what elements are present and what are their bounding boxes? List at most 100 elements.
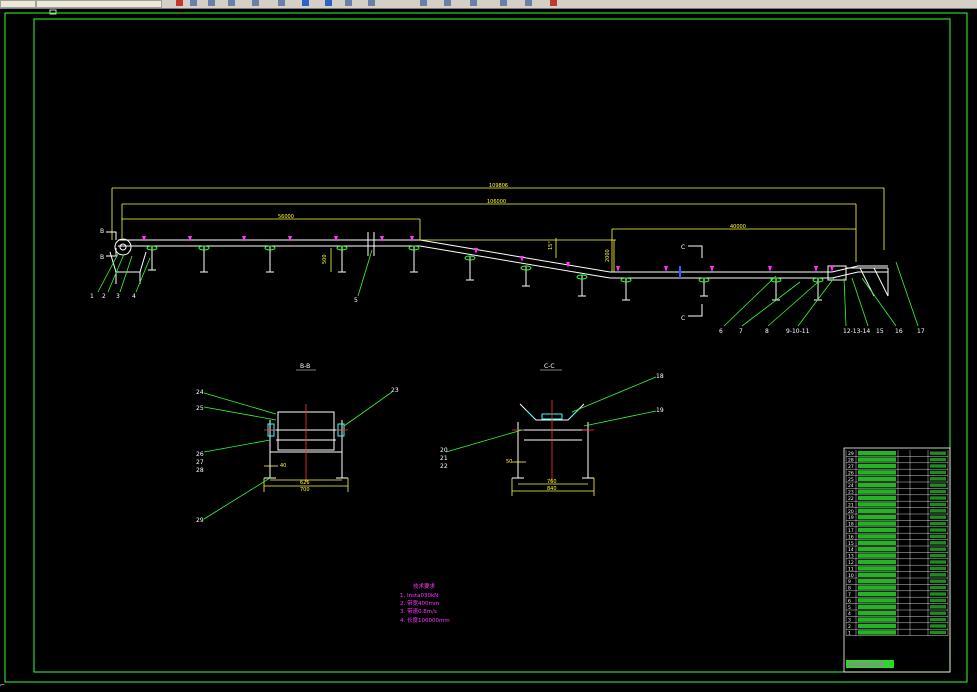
- title-drawing-name: 带式输送机总装图: [848, 661, 884, 668]
- part-standard-cell: [930, 630, 946, 635]
- part-label-5: 5: [354, 297, 358, 304]
- part-label-2: 2: [102, 293, 106, 300]
- cc-dim-outer: 840: [547, 486, 557, 492]
- part-name-cell: [858, 559, 896, 565]
- bb-dim-outer: 700: [300, 487, 310, 493]
- part-standard-cell: [930, 611, 946, 615]
- dimension-texts: 109806 106000 56000 40000 500 2000 15°: [278, 183, 746, 264]
- section-c-bottom: C: [681, 315, 685, 322]
- part-name-cell: [858, 476, 896, 481]
- mirror-icon[interactable]: [228, 0, 235, 6]
- part-row-number: 16: [848, 534, 854, 540]
- part-row-number: 27: [848, 464, 854, 470]
- part-name-cell: [858, 540, 896, 545]
- part-numbers: 1 2 3 4 5 6 7 8 9-10-11 12-13-14 15 16 1…: [90, 293, 925, 335]
- part-standard-cell: [930, 617, 946, 622]
- head-frame: [109, 251, 147, 273]
- part-row-number: 29: [848, 451, 854, 457]
- part-standard-cell: [930, 534, 946, 539]
- layer-dropdown[interactable]: [0, 0, 36, 8]
- part-name-cell: [858, 585, 896, 590]
- dim-right-segment: 40000: [730, 224, 746, 230]
- drawing-canvas[interactable]: 109806 106000 56000 40000 500 2000 15° B…: [0, 9, 977, 688]
- bb-label-23: 23: [391, 387, 399, 394]
- part-row-number: 4: [848, 611, 851, 617]
- head-pulley-hub: [119, 243, 127, 251]
- part-row-number: 20: [848, 509, 854, 515]
- part-row-number: 24: [848, 483, 854, 489]
- note-2: 2. 带宽400mm: [400, 599, 439, 607]
- part-name-cell: [858, 508, 896, 513]
- move-icon[interactable]: [302, 0, 309, 6]
- part-name-cell: [858, 451, 896, 456]
- explode-icon[interactable]: [550, 0, 557, 6]
- part-standard-cell: [930, 483, 946, 487]
- part-standard-cell: [930, 573, 946, 577]
- cc-label-18: 18: [656, 373, 664, 380]
- part-standard-cell: [930, 547, 946, 551]
- tail-brace-b: [873, 267, 889, 297]
- part-row-number: 17: [848, 528, 854, 534]
- trim-icon[interactable]: [420, 0, 427, 6]
- view-bb: B-B 626 700: [196, 363, 399, 524]
- title-drawing-name-cell: [846, 660, 894, 668]
- part-row-number: 28: [848, 458, 854, 464]
- belt-bottom: [118, 245, 888, 279]
- idler-rollers: [146, 245, 824, 283]
- part-standard-cell: [930, 470, 946, 475]
- part-label-16: 16: [895, 328, 903, 335]
- part-name-cell: [858, 579, 896, 584]
- ucs-marker: [49, 9, 57, 15]
- part-row-number: 5: [848, 605, 851, 611]
- part-row-number: 13: [848, 554, 854, 560]
- modify-icon[interactable]: [190, 0, 197, 6]
- part-standard-cell: [930, 509, 946, 513]
- part-label-7: 7: [739, 328, 743, 335]
- note-1: 1. Insta030kN: [400, 593, 438, 599]
- offset-icon[interactable]: [252, 0, 259, 6]
- part-name-cell: [858, 591, 896, 597]
- section-c-top: C: [681, 244, 685, 251]
- view-bb-title: B-B: [300, 363, 310, 370]
- part-standard-cell: [930, 541, 946, 545]
- draw-icon[interactable]: [176, 0, 183, 6]
- copy-icon[interactable]: [208, 0, 215, 6]
- idler-marks: [142, 236, 834, 272]
- part-label-3: 3: [116, 293, 120, 300]
- scale-icon[interactable]: [345, 0, 352, 6]
- fillet-icon[interactable]: [525, 0, 532, 6]
- part-label-8: 8: [765, 328, 769, 335]
- rotate-icon[interactable]: [325, 0, 332, 6]
- part-row-number: 23: [848, 490, 854, 496]
- part-label-17: 17: [917, 328, 925, 335]
- array-icon[interactable]: [278, 0, 285, 6]
- part-row-number: 18: [848, 522, 854, 528]
- style-dropdown[interactable]: [36, 0, 162, 8]
- break-icon[interactable]: [470, 0, 477, 6]
- part-leaders: [97, 249, 919, 327]
- part-standard-cell: [930, 624, 946, 628]
- part-row-number: 19: [848, 515, 854, 521]
- part-row-number: 10: [848, 573, 854, 579]
- stretch-icon[interactable]: [368, 0, 375, 6]
- part-label-6: 6: [719, 328, 723, 335]
- part-standard-cell: [930, 464, 946, 468]
- section-b-bottom: B: [100, 254, 104, 261]
- cc-label-21: 21: [440, 455, 448, 462]
- head-pulley: [114, 238, 132, 256]
- dim-height-left: 500: [322, 254, 328, 264]
- extend-icon[interactable]: [444, 0, 451, 6]
- part-row-number: 14: [848, 547, 854, 553]
- part-name-cell: [858, 623, 896, 629]
- part-row-number: 1: [848, 630, 851, 636]
- part-name-cell: [858, 483, 896, 488]
- part-name-cell: [858, 463, 896, 469]
- part-label-15: 15: [876, 328, 884, 335]
- part-standard-cell: [930, 560, 946, 564]
- part-row-number: 2: [848, 624, 851, 630]
- part-standard-cell: [930, 598, 946, 603]
- bb-dim-inner: 626: [300, 480, 310, 486]
- technical-notes: 技术要求 1. Insta030kN 2. 带宽400mm 3. 带速0.8m/…: [400, 582, 450, 624]
- part-name-cell: [858, 572, 896, 577]
- chamfer-icon[interactable]: [500, 0, 507, 6]
